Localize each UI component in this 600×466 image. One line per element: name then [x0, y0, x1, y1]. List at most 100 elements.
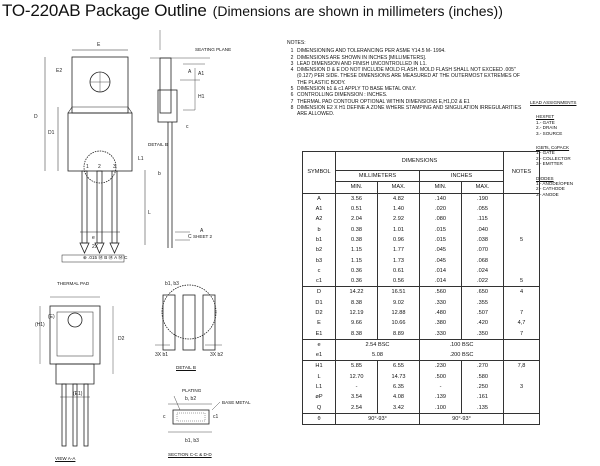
lead-item: 2.- CATHODE: [536, 186, 565, 192]
svg-text:D1: D1: [48, 130, 55, 136]
table-cell: E1: [302, 328, 336, 340]
lead-item: 3.- ANODE: [536, 191, 559, 197]
table-cell: 0.56: [377, 275, 420, 288]
table-cell: 1.77: [377, 245, 420, 256]
lead-item: 3.- EMITTER: [536, 161, 563, 167]
lead-item: 3.- SOURCE: [536, 130, 563, 136]
table-cell: .100 BSC: [419, 339, 504, 351]
svg-text:H1: H1: [198, 94, 205, 100]
table-cell: .070: [461, 245, 504, 256]
table-cell: .560: [419, 286, 462, 298]
notes-col-header: NOTES: [503, 151, 540, 194]
table-cell: A2: [302, 214, 336, 225]
svg-text:c1: c1: [213, 414, 219, 420]
table-cell: .140: [419, 193, 462, 204]
max-header: MAX.: [461, 181, 504, 194]
table-cell: .100: [419, 402, 462, 414]
dimensions-header: DIMENSIONS: [335, 151, 504, 171]
table-cell: 0.51: [335, 203, 378, 215]
table-cell: .038: [461, 234, 504, 246]
view-aa-caption: VIEW A-A: [55, 456, 76, 461]
table-cell: E: [302, 318, 336, 329]
table-cell: 90°-93°: [335, 413, 420, 426]
table-cell: 8.38: [335, 328, 378, 340]
table-cell: [503, 214, 540, 225]
table-cell: .650: [461, 286, 504, 298]
table-cell: 0.36: [335, 265, 378, 276]
svg-text:L1: L1: [138, 156, 144, 162]
table-cell: .022: [461, 275, 504, 288]
table-cell: .080: [419, 214, 462, 225]
table-cell: 6.55: [377, 360, 420, 372]
table-cell: 2.54 BSC: [335, 339, 420, 351]
table-cell: 5.08: [335, 350, 420, 362]
lead-item: 1.- GATE: [536, 119, 555, 125]
plating-label: PLATING: [182, 388, 202, 393]
table-cell: .020: [419, 203, 462, 215]
table-cell: [503, 339, 540, 351]
table-cell: [503, 402, 540, 414]
svg-text:D: D: [34, 114, 38, 120]
table-cell: .014: [419, 275, 462, 288]
position-tolerance-label: ⊕ .015 Ⓜ B Ⓜ A Ⓜ C: [83, 255, 128, 260]
svg-text:A: A: [188, 69, 192, 75]
table-cell: 3.42: [377, 402, 420, 414]
table-cell: θ: [302, 413, 336, 426]
svg-text:L: L: [148, 210, 151, 216]
detail-b-callout: DETAIL B: [148, 142, 168, 147]
table-cell: .270: [461, 360, 504, 372]
table-cell: b1: [302, 234, 336, 246]
table-cell: 10.66: [377, 318, 420, 329]
table-cell: L1: [302, 381, 336, 393]
table-cell: .355: [461, 297, 504, 308]
table-cell: D2: [302, 307, 336, 319]
table-cell: 4.08: [377, 392, 420, 403]
table-cell: 5: [503, 234, 540, 246]
notes-header: NOTES:: [287, 40, 306, 46]
table-cell: .250: [461, 381, 504, 393]
svg-text:E: E: [97, 42, 101, 48]
table-cell: 8.89: [377, 328, 420, 340]
svg-text:1: 1: [86, 164, 89, 170]
table-cell: [503, 265, 540, 276]
lead-item: 1.- ANODE/OPEN: [536, 181, 574, 187]
svg-text:2X: 2X: [92, 244, 99, 250]
lead-item: 1.- GATE: [536, 150, 555, 156]
table-cell: 1.73: [377, 255, 420, 266]
table-cell: e: [302, 339, 336, 351]
table-cell: .330: [419, 297, 462, 308]
table-cell: 9.02: [377, 297, 420, 308]
detail-b-lead-2: [182, 294, 196, 351]
table-cell: .014: [419, 265, 462, 276]
svg-text:(E1): (E1): [73, 391, 83, 397]
svg-text:E2: E2: [56, 68, 62, 74]
table-cell: 6.35: [377, 381, 420, 393]
max-header: MAX.: [377, 181, 420, 194]
table-cell: 0.61: [377, 265, 420, 276]
table-cell: .115: [461, 214, 504, 225]
table-cell: A: [302, 193, 336, 204]
table-cell: 4.82: [377, 193, 420, 204]
table-cell: .015: [419, 224, 462, 235]
table-cell: [503, 203, 540, 215]
symbol-header: SYMBOL: [302, 151, 336, 194]
